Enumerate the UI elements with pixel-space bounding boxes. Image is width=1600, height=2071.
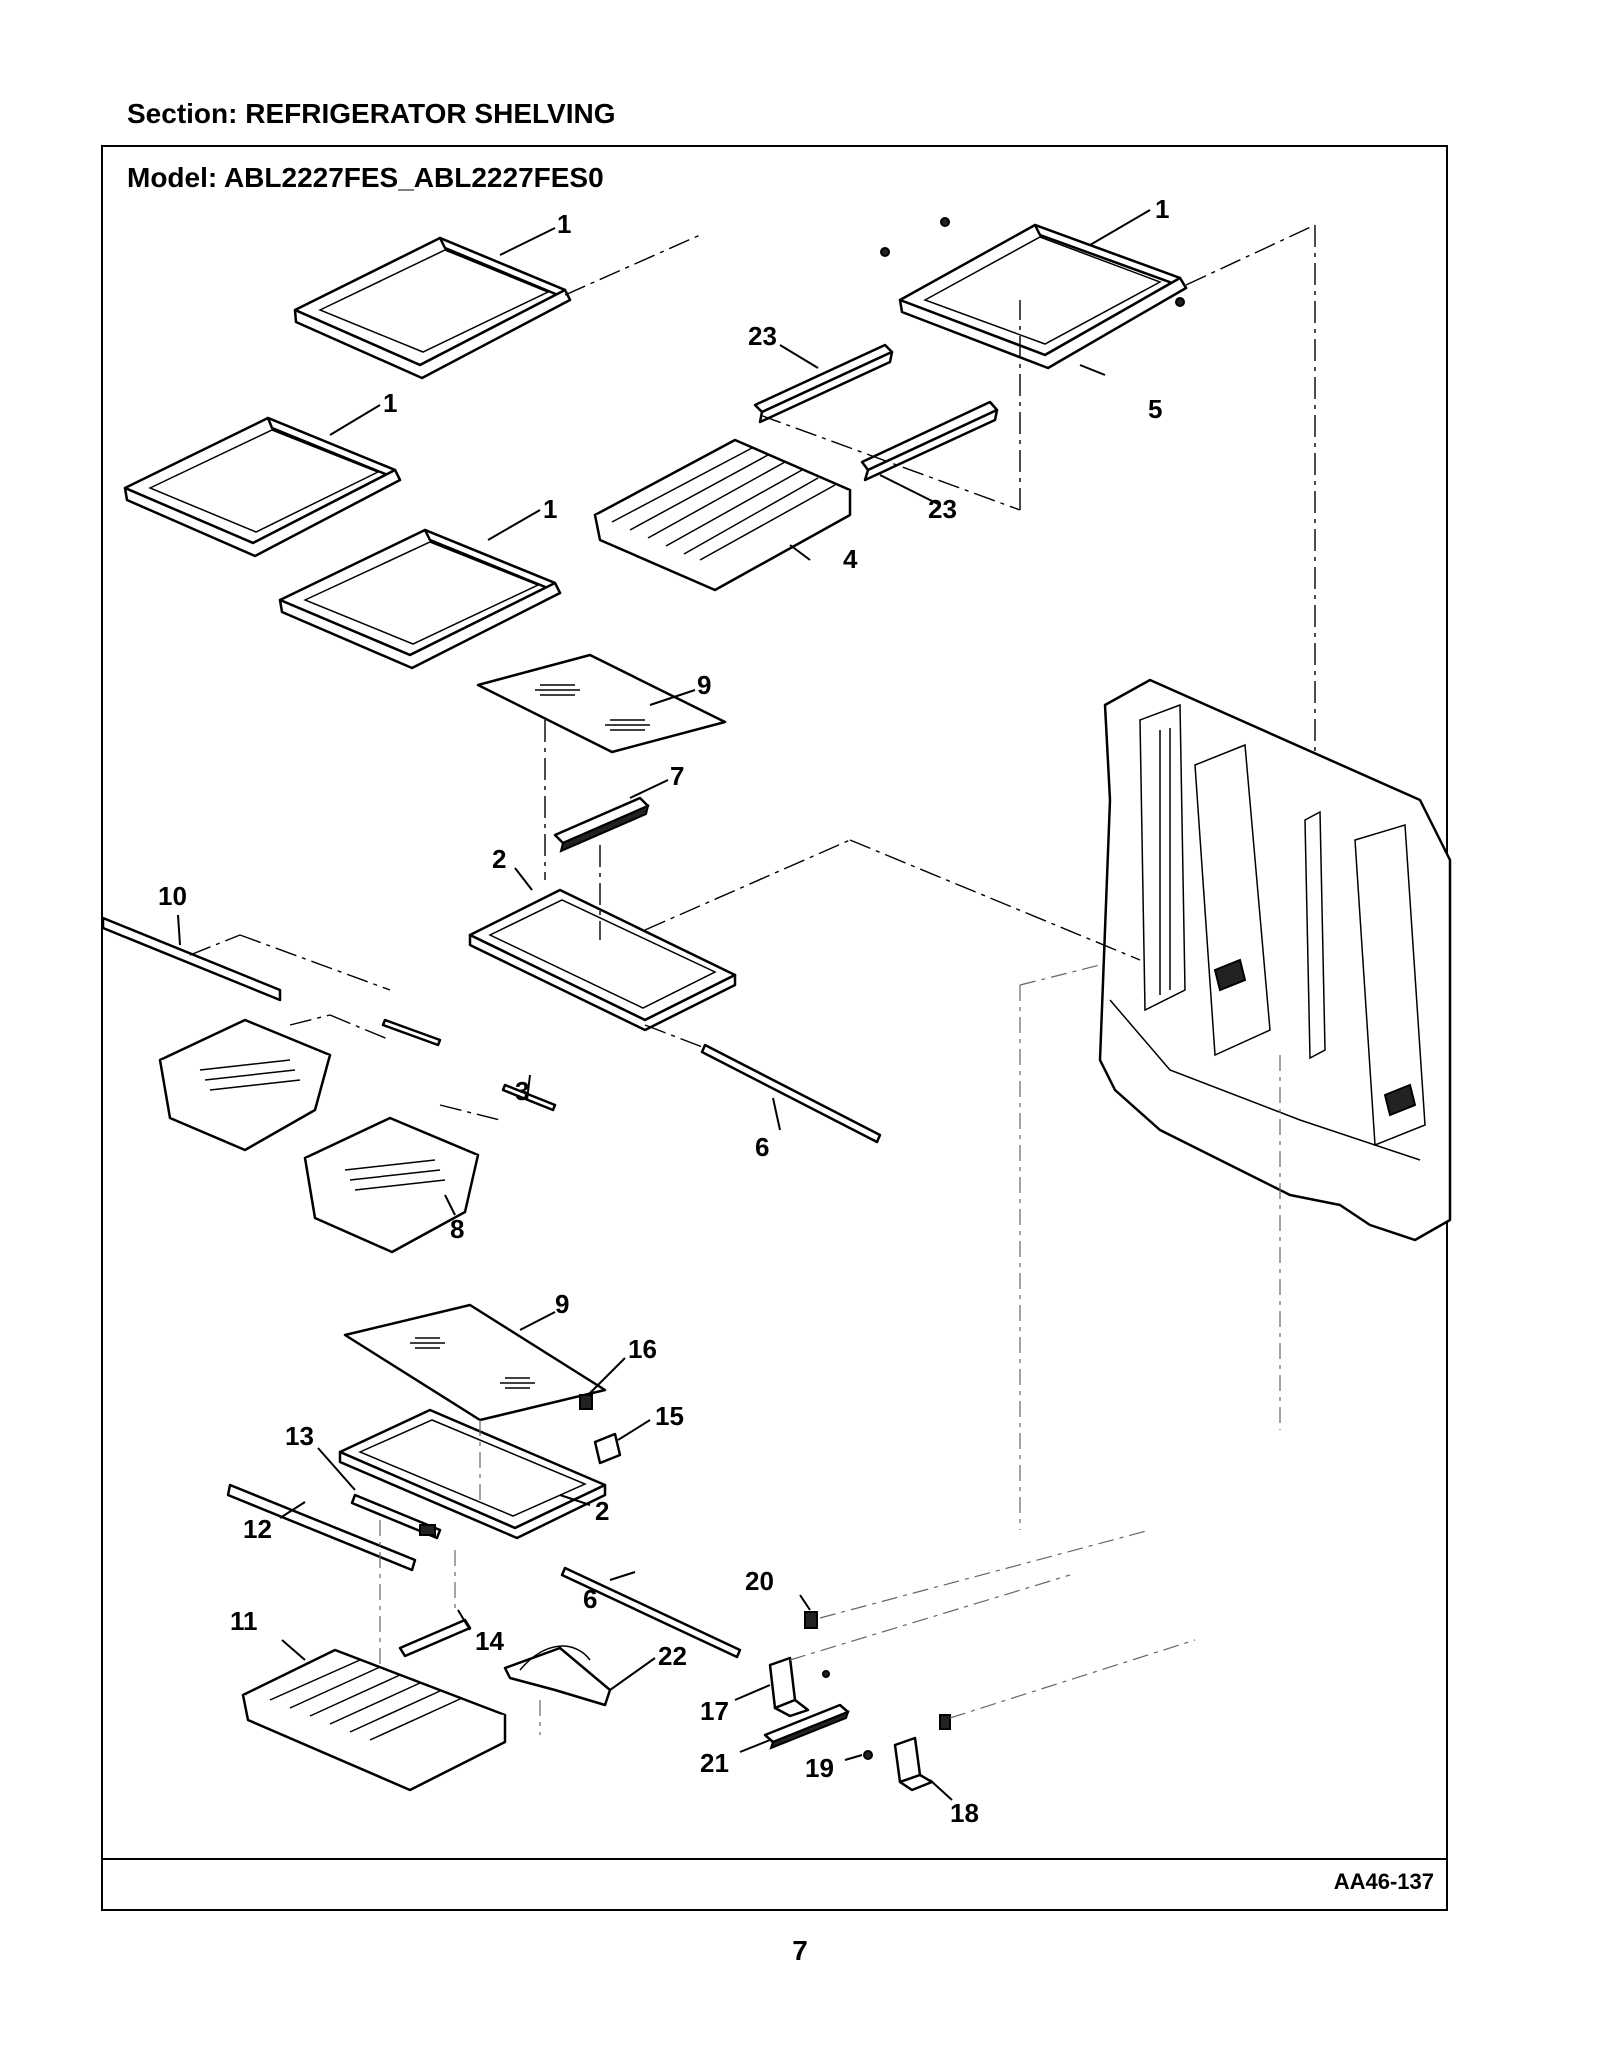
callout-part-16: 16 <box>628 1334 657 1364</box>
bracket-17 <box>768 1574 1071 1718</box>
bracket-18 <box>893 1639 1196 1792</box>
callout-trim-10: 10 <box>158 881 187 911</box>
part-21 <box>763 1703 850 1750</box>
trim-12 <box>226 1483 417 1572</box>
rail-23-upper <box>753 343 894 424</box>
callout-glass-9-lower: 9 <box>555 1289 569 1319</box>
crisper-drawer-8 <box>303 1104 501 1254</box>
callout-pan-frame-2-upper: 2 <box>492 844 506 874</box>
callout-rail-23-lower: 23 <box>928 494 957 524</box>
callout-trim-12: 12 <box>243 1514 272 1544</box>
leader-lines <box>177 209 1151 1801</box>
callout-glass-9-upper: 9 <box>697 670 711 700</box>
clip-7 <box>553 796 650 853</box>
shelf-1-lower-left <box>278 528 562 670</box>
callout-labels: 1 1 1 1 5 23 23 4 9 7 2 10 3 6 8 9 16 15… <box>158 194 1169 1828</box>
callout-shelf-1-a: 1 <box>557 209 571 239</box>
callout-slide-3: 3 <box>515 1076 529 1106</box>
wire-basket-4 <box>593 438 852 592</box>
callout-pan-frame-2-lower: 2 <box>595 1496 609 1526</box>
callout-rod-6-upper: 6 <box>755 1132 769 1162</box>
shelf-1-middle-left <box>123 416 402 558</box>
screw-19 <box>822 1670 873 1760</box>
part-16 <box>579 1394 593 1410</box>
part-15 <box>593 1432 622 1465</box>
slide-3 <box>381 1018 557 1112</box>
callout-screw-19: 19 <box>805 1753 834 1783</box>
trim-10 <box>101 916 391 1002</box>
callout-shelf-1-c: 1 <box>383 388 397 418</box>
callout-bracket-17: 17 <box>700 1696 729 1726</box>
shelf-1-top-left <box>293 234 701 380</box>
part-20 <box>804 1529 1151 1629</box>
deli-drawer-11 <box>241 1648 507 1792</box>
footer-divider <box>101 1858 1448 1860</box>
drawing-code: AA46-137 <box>1333 1869 1434 1894</box>
part-13 <box>350 1493 442 1540</box>
pan-frame-2-lower <box>338 1408 607 1540</box>
glass-shelf-9-lower <box>343 1303 607 1422</box>
rod-6-lower <box>560 1566 742 1659</box>
callout-crisper-drawer-8: 8 <box>450 1214 464 1244</box>
callout-part-22: 22 <box>658 1641 687 1671</box>
callout-clip-7: 7 <box>670 761 684 791</box>
model-title: Model: ABL2227FES_ABL2227FES0 <box>127 162 604 193</box>
rail-23-lower <box>759 300 1021 511</box>
refrigerator-cabinet-liner <box>849 678 1452 1530</box>
crisper-drawer-left <box>158 1014 391 1152</box>
page-number: 7 <box>792 1935 808 1966</box>
callout-shelf-1-d: 1 <box>543 494 557 524</box>
callout-screw-5: 5 <box>1148 394 1162 424</box>
callout-wire-basket-4: 4 <box>843 544 858 574</box>
callout-part-13: 13 <box>285 1421 314 1451</box>
callout-rail-23-upper: 23 <box>748 321 777 351</box>
pan-frame-2-upper <box>468 839 851 1032</box>
callout-bracket-18: 18 <box>950 1798 979 1828</box>
part-22 <box>503 1645 612 1735</box>
callout-part-15: 15 <box>655 1401 684 1431</box>
callout-rod-6-lower: 6 <box>583 1584 597 1614</box>
callout-part-21: 21 <box>700 1748 729 1778</box>
callout-deli-drawer-11: 11 <box>230 1606 258 1636</box>
callout-part-20: 20 <box>745 1566 774 1596</box>
glass-shelf-9-upper <box>476 653 727 880</box>
callout-part-14: 14 <box>475 1626 504 1656</box>
rod-6-upper <box>644 1024 882 1144</box>
callout-shelf-1-b: 1 <box>1155 194 1169 224</box>
section-title: Section: REFRIGERATOR SHELVING <box>127 98 616 129</box>
